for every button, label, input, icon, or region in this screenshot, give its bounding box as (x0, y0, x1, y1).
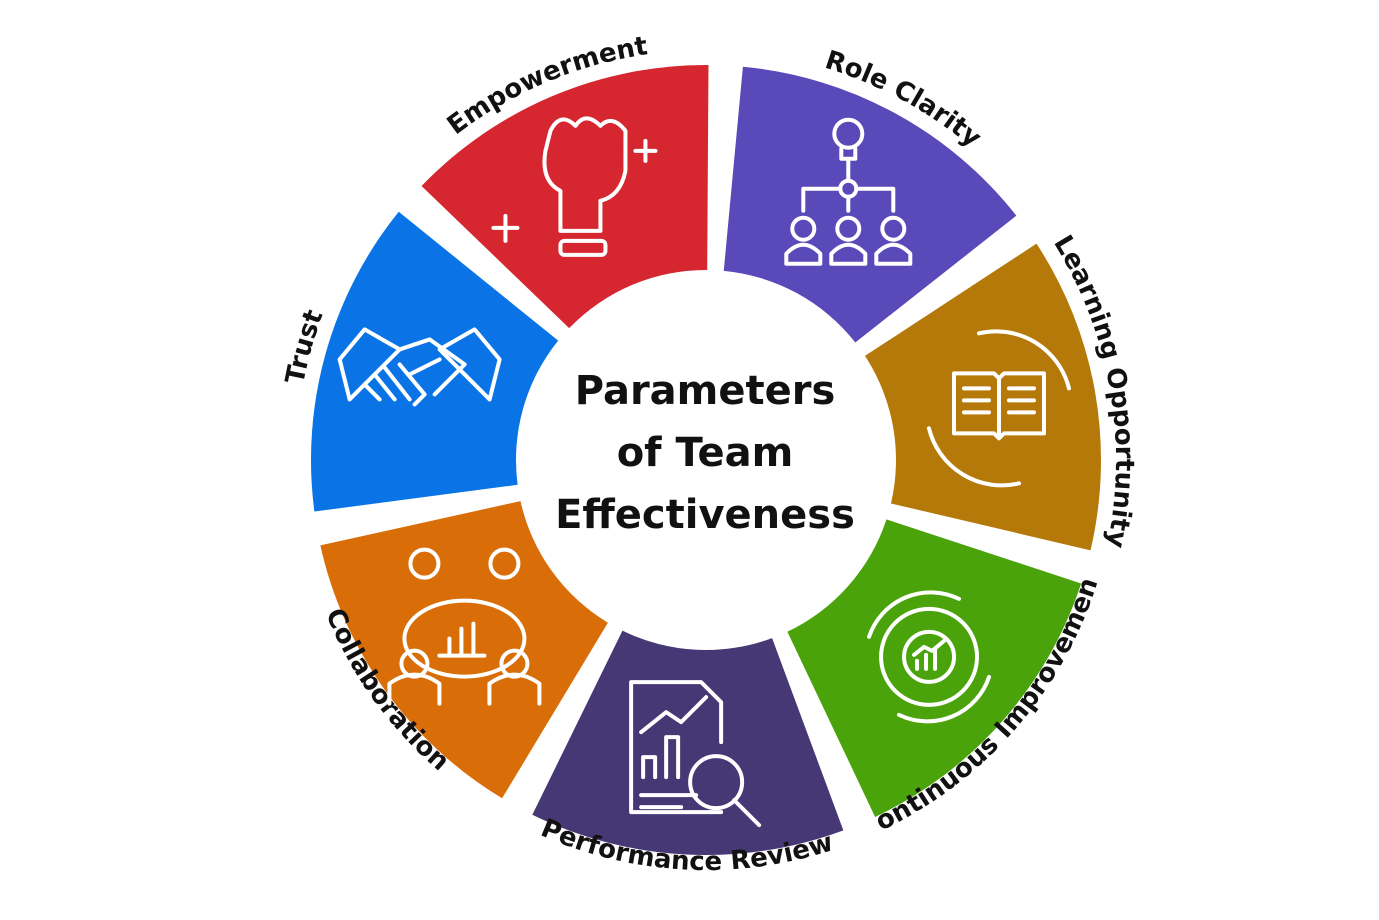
center-title: Parameters of Team Effectiveness (520, 360, 890, 546)
center-title-line-1: Parameters (574, 368, 836, 414)
raised-fist-icon (491, 116, 658, 257)
segment-collaboration (320, 501, 608, 799)
gear-growth-icon (867, 590, 992, 724)
segment-performance-review (532, 630, 844, 855)
handshake-icon (337, 327, 502, 407)
team-meeting-icon (387, 547, 542, 706)
segment-learning-opportunity (864, 243, 1102, 551)
segment-empowerment (421, 65, 709, 329)
segment-role-clarity (723, 66, 1017, 343)
center-title-line-2: of Team (616, 430, 794, 476)
report-magnifier-icon (629, 680, 762, 828)
hierarchy-lightbulb-icon (784, 117, 913, 266)
center-title-line-3: Effectiveness (555, 492, 855, 538)
book-cycle-icon (926, 329, 1071, 488)
